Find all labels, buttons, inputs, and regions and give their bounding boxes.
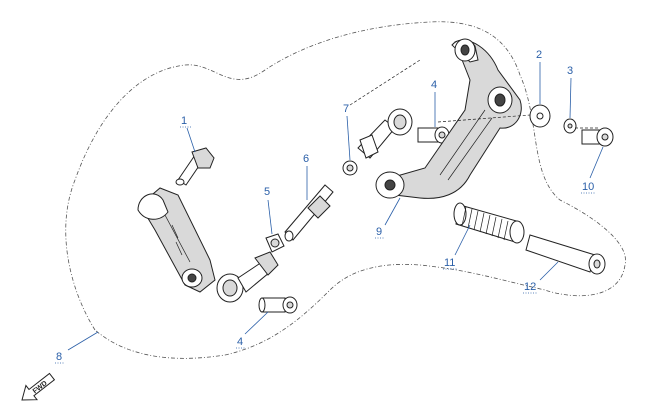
callout-label: 6: [303, 153, 309, 165]
callout-label: 7: [343, 103, 349, 115]
callout-8: 8: [55, 331, 99, 364]
callout-label: 3: [567, 65, 573, 77]
callout-label: 8: [56, 351, 62, 363]
spacer-11-part: [453, 202, 525, 244]
nut-5-part: [265, 233, 285, 253]
callout-label: 4: [237, 336, 243, 348]
alignment-line: [349, 59, 600, 129]
callout-label: 5: [264, 186, 270, 198]
callout-7: 7: [343, 103, 351, 161]
rod-end-lower-part: [216, 251, 279, 303]
callout-label: 4: [431, 79, 437, 91]
callout-5: 5: [264, 186, 273, 235]
callout-10: 10: [581, 146, 604, 194]
nut-7-part: [342, 160, 358, 176]
adjuster-rod-6-part: [284, 184, 334, 242]
rod-end-upper-part: [357, 108, 413, 159]
rear-link-part: [137, 187, 216, 293]
callout-label: 12: [524, 281, 536, 293]
callout-3: 3: [567, 65, 573, 119]
bolt-4-upper-part: [417, 126, 450, 144]
bolt-4-lower-part: [258, 296, 298, 314]
callout-12: 12: [523, 261, 559, 294]
bolt-10-part: [581, 127, 614, 147]
callout-1: 1: [180, 115, 196, 153]
callout-label: 11: [444, 257, 455, 269]
callout-2: 2: [536, 49, 542, 104]
callout-label: 1: [181, 115, 187, 127]
fwd-label: FWD: [32, 380, 49, 395]
bolt-12-part: [525, 234, 606, 275]
rocker-arm-9-part: [375, 38, 522, 199]
callout-label: 9: [376, 226, 382, 238]
callout-11: 11: [443, 224, 471, 270]
callout-6: 6: [303, 153, 309, 200]
callout-4-lower: 4: [236, 311, 269, 349]
fwd-arrow-icon: FWD: [21, 372, 56, 401]
washer-3-part: [563, 118, 577, 134]
callout-label: 10: [582, 181, 594, 193]
bolt-1-part: [175, 147, 215, 186]
washer-2-part: [529, 104, 551, 128]
assembly-boundary: [65, 21, 626, 359]
callout-4-upper: 4: [431, 79, 437, 127]
callout-9: 9: [375, 197, 401, 239]
callout-label: 2: [536, 49, 542, 61]
